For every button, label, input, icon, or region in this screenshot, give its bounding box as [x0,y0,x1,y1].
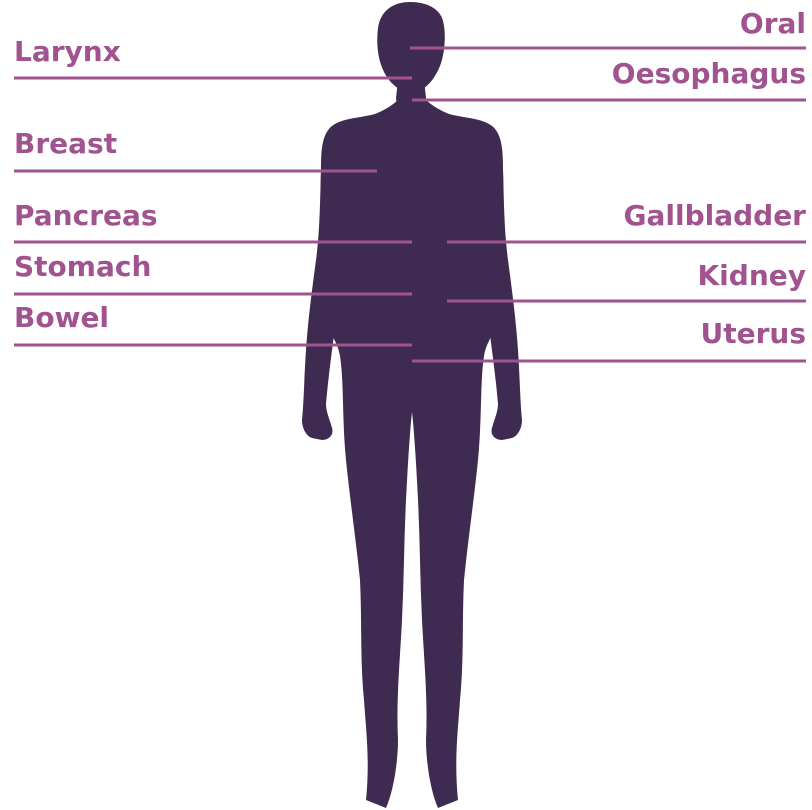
label-pancreas: Pancreas [14,200,158,232]
label-breast: Breast [14,128,117,160]
label-stomach: Stomach [14,251,151,283]
label-uterus: Uterus [700,318,806,350]
label-oesophagus: Oesophagus [612,58,806,90]
label-larynx: Larynx [14,36,121,68]
female-silhouette [302,2,522,808]
figure-head [377,2,445,88]
label-gallbladder: Gallbladder [624,200,807,232]
label-bowel: Bowel [14,302,109,334]
label-kidney: Kidney [697,260,806,292]
label-oral: Oral [740,8,806,40]
